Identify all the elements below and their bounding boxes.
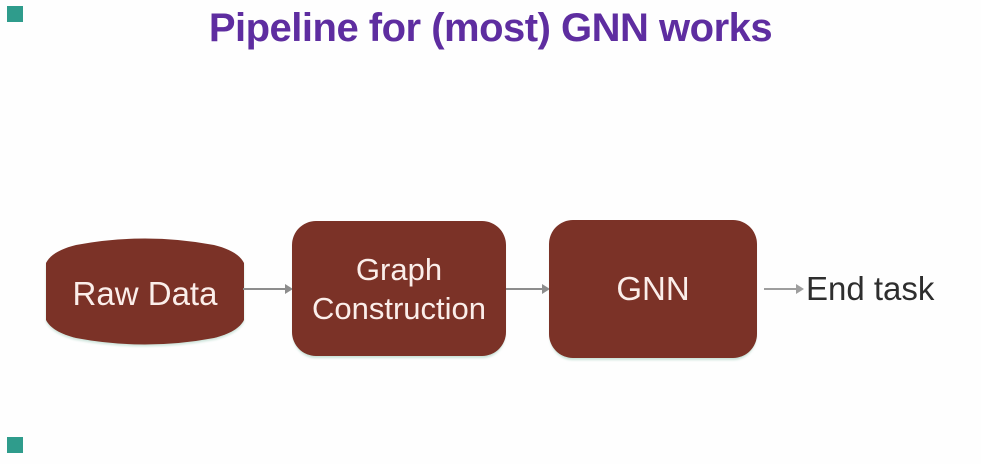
slide-title: Pipeline for (most) GNN works xyxy=(208,6,773,50)
arrow-construction-to-gnn xyxy=(506,284,550,294)
arrow-line xyxy=(506,288,542,290)
arrow-head-icon xyxy=(542,284,550,294)
node-gnn-label: GNN xyxy=(616,270,690,307)
arrow-head-icon xyxy=(285,284,293,294)
node-raw-data: Raw Data xyxy=(42,231,248,352)
node-graph-construction: Graph Construction xyxy=(292,221,506,356)
node-graph-construction-label-line2: Construction xyxy=(311,290,487,326)
node-raw-data-label: Raw Data xyxy=(72,274,218,312)
arrow-line xyxy=(764,288,796,290)
arrow-head-icon xyxy=(796,284,804,294)
corner-marker-top-left xyxy=(7,6,23,22)
node-graph-construction-label-line1: Graph xyxy=(355,251,443,287)
arrow-gnn-to-end-task xyxy=(764,284,804,294)
corner-marker-bottom-left xyxy=(7,437,23,453)
node-gnn: GNN xyxy=(549,220,757,358)
arrow-line xyxy=(243,288,285,290)
node-end-task-label: End task xyxy=(806,270,935,307)
cylinder-shape-icon xyxy=(46,238,244,345)
arrow-raw-to-construction xyxy=(243,284,293,294)
